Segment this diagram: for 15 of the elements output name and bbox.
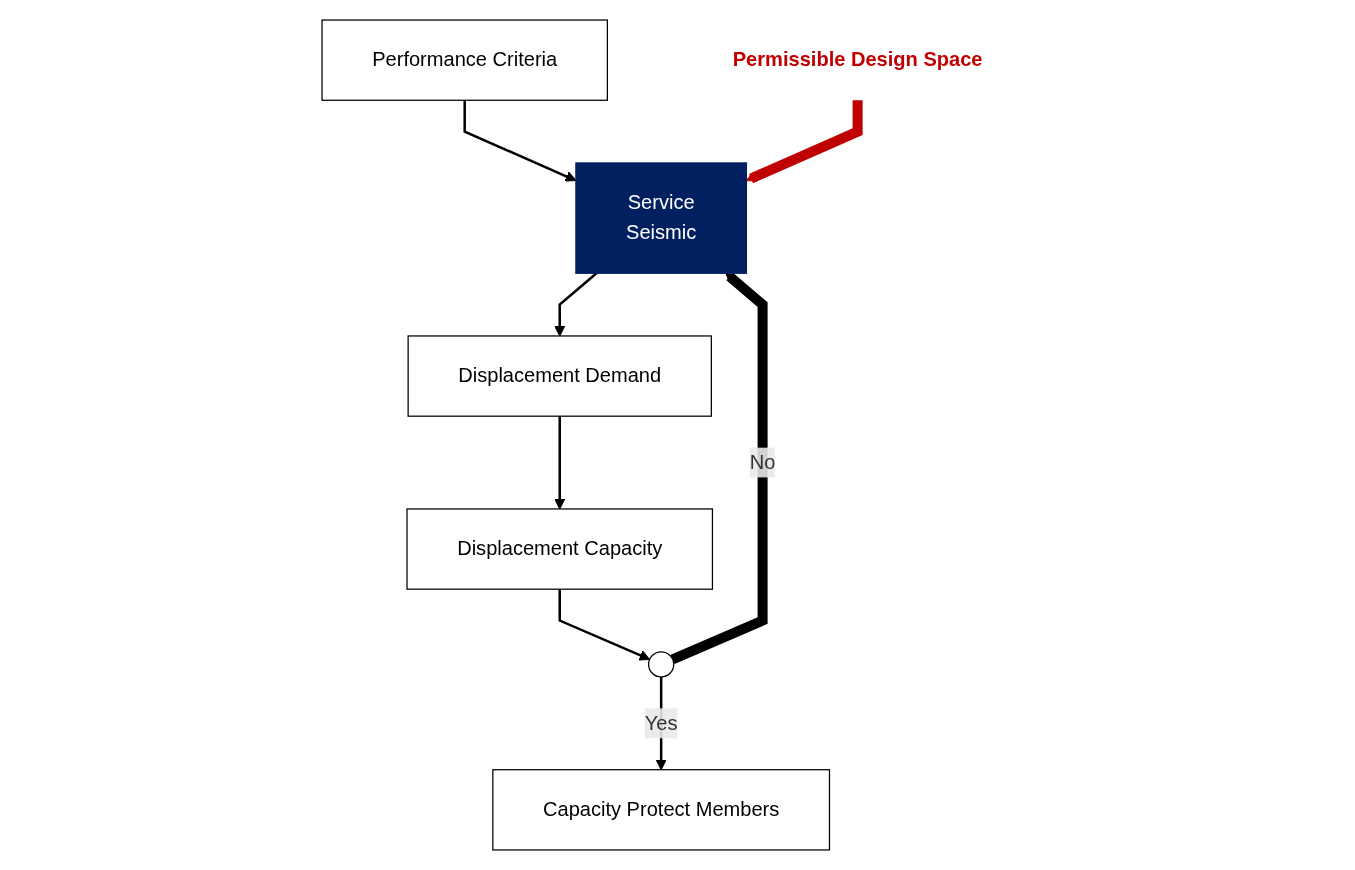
edge-label: No xyxy=(749,451,776,473)
node-box: Displacement Capacity xyxy=(406,508,714,590)
node-box: Performance Criteria xyxy=(321,19,609,101)
edge-label: Yes xyxy=(644,712,678,734)
node-box: Displacement Demand xyxy=(407,335,713,417)
arrow xyxy=(463,100,577,182)
node-text: Permissible Design Space xyxy=(732,48,983,71)
arrow xyxy=(554,272,598,337)
arrow xyxy=(558,589,651,661)
arrow xyxy=(554,416,566,510)
node-box: Capacity Protect Members xyxy=(492,769,831,851)
node-circle xyxy=(648,651,675,678)
node-box: Service Seismic xyxy=(575,162,748,274)
arrow xyxy=(670,272,768,665)
arrow xyxy=(746,100,863,184)
